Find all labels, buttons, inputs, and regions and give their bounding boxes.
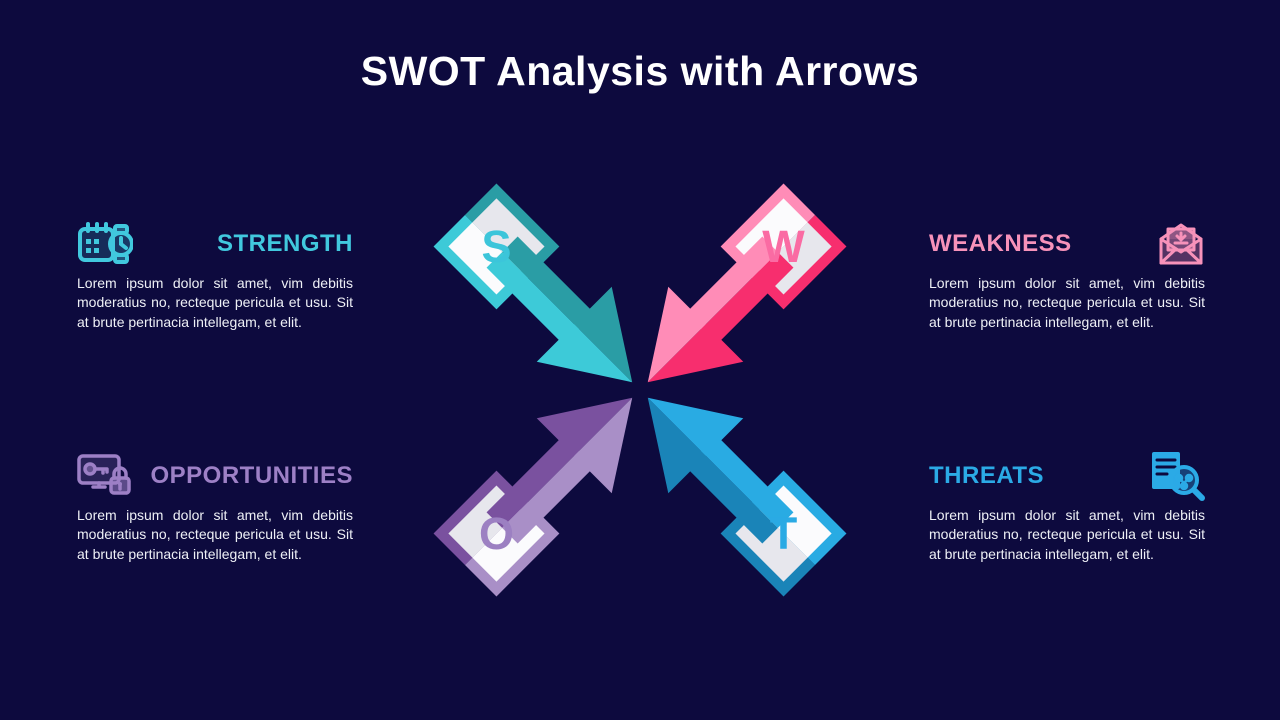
strength-section: STRENGTH Lorem ipsum dolor sit amet, vim… [77, 218, 353, 332]
opportunities-header: OPPORTUNITIES [77, 450, 353, 502]
threats-header: THREATS [929, 450, 1205, 502]
threats-description: Lorem ipsum dolor sit amet, vim debitis … [929, 507, 1205, 562]
opportunities-letter: O [479, 508, 514, 559]
swot-arrows-diagram: S W T O [433, 183, 847, 597]
opportunities-arrow [433, 397, 633, 597]
threats-letter: T [770, 508, 798, 559]
envelope-download-icon [1157, 221, 1205, 267]
opportunities-description: Lorem ipsum dolor sit amet, vim debitis … [77, 507, 353, 562]
weakness-section: WEAKNESS Lorem ipsum dolor sit am [929, 218, 1205, 332]
threats-arrow [647, 397, 847, 597]
strength-letter: S [481, 221, 511, 272]
monitor-key-lock-icon [77, 451, 131, 501]
strength-arrow [433, 183, 633, 383]
strength-header: STRENGTH [77, 218, 353, 270]
page-title: SWOT Analysis with Arrows [360, 48, 920, 94]
weakness-description: Lorem ipsum dolor sit amet, vim debitis … [929, 275, 1205, 330]
threats-heading: THREATS [929, 462, 1045, 489]
strength-description: Lorem ipsum dolor sit amet, vim debitis … [77, 275, 353, 330]
opportunities-heading: OPPORTUNITIES [150, 462, 353, 489]
opportunities-section: OPPORTUNITIES Lorem ipsum dolor sit amet… [77, 450, 353, 564]
weakness-header: WEAKNESS [929, 218, 1205, 270]
weakness-heading: WEAKNESS [929, 230, 1072, 257]
weakness-arrow [647, 183, 847, 383]
strength-heading: STRENGTH [217, 230, 353, 257]
threats-section: THREATS [929, 450, 1205, 564]
weakness-letter: W [762, 221, 805, 272]
calendar-clock-icon [77, 220, 133, 268]
document-search-icon [1149, 450, 1205, 502]
